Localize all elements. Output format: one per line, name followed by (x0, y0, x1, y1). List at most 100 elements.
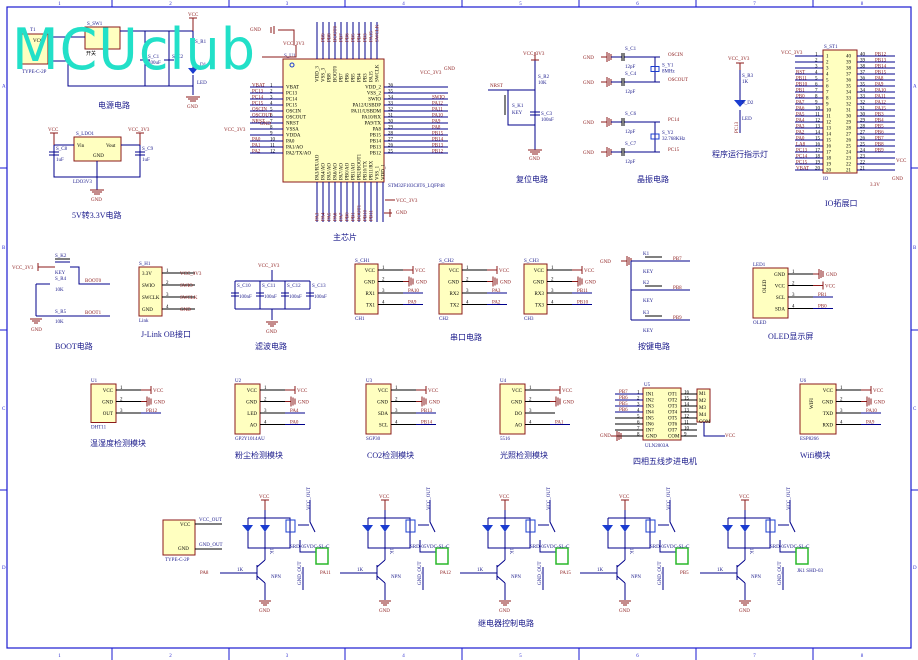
mcu-pin-name: OSCIN (286, 110, 301, 115)
mcu-top-pin-name: SWCLK (376, 64, 381, 82)
stepper-left-pin: IN2 (646, 399, 654, 404)
column-label-top: 7 (753, 2, 756, 7)
vcc-symbol (416, 386, 427, 394)
io-pin-inner-left: 16 (826, 145, 832, 150)
relay-vcc: VCC (499, 495, 510, 500)
ldo-circuit: S_LDO1 Vin Vout GND VCC VCC_3V3 S_C8 1uF… (48, 128, 154, 220)
stepper-gnd: GND (600, 434, 611, 439)
relay-gnd-symbol (379, 600, 391, 606)
crystal-net: OSCIN (668, 53, 683, 58)
mcu-pin-number: 36 (388, 84, 394, 89)
io-right-net: PB7 (875, 137, 884, 142)
t1-pin-label: VCC (33, 39, 44, 44)
module-pin-number: 1 (395, 386, 398, 391)
mcu-bottom-pin-name: PB11/RX (370, 160, 375, 180)
io-left-net: PB10 (796, 83, 808, 88)
module-pin-number: 3 (840, 409, 843, 414)
io-left-net: PA2 (796, 131, 805, 136)
jlink-pin-net: VCC_3V3 (180, 272, 202, 277)
module-pin-name: GND (822, 401, 833, 406)
module-pin-number: 1 (382, 266, 385, 271)
mcu-pin-number: 11 (270, 144, 275, 149)
io-right-net: PA8 (875, 77, 884, 82)
wifi-module-ref: U6 (800, 379, 807, 384)
io-pin-number-left: 5 (815, 77, 818, 82)
relay-input-net: PA15 (560, 571, 571, 576)
vcc-symbol (550, 386, 561, 394)
mcu-pin-net: PA10 (432, 114, 443, 119)
ldo-pin-gnd: GND (93, 154, 104, 159)
mcu-pin-net: PA11 (432, 108, 443, 113)
jlink-interface: S_H1 Link J-Link OB接口 3.3V1VCC_3V3SWIO2S… (138, 262, 202, 339)
gnd-symbol (621, 256, 632, 266)
mcu-bottom-pin-net: PA6 (334, 212, 339, 221)
io-pin-inner-right: 26 (846, 139, 852, 144)
column-label-bottom: 8 (861, 654, 864, 659)
module-pin-number: 2 (551, 278, 554, 283)
io-left-net: PA7 (796, 101, 805, 106)
indicator-led-icon (734, 100, 746, 107)
power-gnd: GND (187, 105, 198, 110)
filter-cap-icon (231, 292, 239, 297)
stepper-vcc: VCC (725, 434, 736, 439)
relay-out-vcc: VCC_OUT (427, 487, 432, 510)
io-right-net: PA9 (875, 83, 884, 88)
relay-gnd: GND (379, 609, 390, 614)
relay-vcc: VCC (739, 495, 750, 500)
row-label-right: B (913, 246, 917, 251)
io-pin-inner-left: 13 (826, 127, 832, 132)
module-net-label: PA1 (555, 421, 564, 426)
mcu-top-pin-name: PB7 (340, 73, 345, 82)
io-pin-number-left: 15 (815, 137, 821, 142)
relay-gnd: GND (739, 609, 750, 614)
module-pin-name: TXD (823, 412, 834, 417)
filter-cap-ref: S_C12 (287, 284, 301, 289)
io-pin-inner-left: 9 (826, 103, 829, 108)
mcu-pin-net: PA12 (432, 102, 443, 107)
io-right-net: PB6 (875, 131, 884, 136)
module-pin-number: 4 (395, 421, 398, 426)
jlink-pin-name: SWIO (142, 284, 155, 289)
mcu-pin-name: PB15 (370, 134, 382, 139)
io-pin-inner-left: 18 (826, 157, 832, 162)
mcu-pin-name: PA2/TX/AO (286, 152, 311, 157)
io-pin-inner-right: 21 (846, 169, 852, 174)
io-pin-inner-left: 12 (826, 121, 832, 126)
relay-terminal-icon (555, 547, 569, 565)
stepper-input-net: PB5 (619, 402, 628, 407)
io-right-net: PB3 (875, 113, 884, 118)
mcu-pin-net: PA1 (252, 144, 261, 149)
mcu-bottom-pin-name: PB0/AO (346, 162, 351, 180)
mcu-pin-name: PC13 (286, 92, 298, 97)
relay-led-icon (260, 525, 270, 532)
motor-pin: M2 (699, 399, 706, 404)
typec-net-vcc: VCC_OUT (199, 518, 222, 523)
io-pin-inner-left: 5 (826, 79, 829, 84)
reset-r2-ref: S_R2 (538, 75, 550, 80)
io-right-net: PB5 (875, 125, 884, 130)
module-pin-name: TX2 (450, 304, 460, 309)
crystal-gnd-label: GND (583, 151, 594, 156)
module-pin-name: VCC (775, 285, 786, 290)
mcu-pin-name: OSCOUT (286, 116, 306, 121)
io-vcc: VCC_3V3 (781, 51, 803, 56)
vcc-symbol (403, 266, 414, 274)
jlink-pin-net: GND (180, 308, 191, 313)
boot-r5-ref: S_R5 (55, 310, 67, 315)
module-pin-name: VCC (103, 389, 114, 394)
relay-out-gnd: GND_OUT (298, 561, 303, 585)
power-c2-ref: S_C2 (172, 55, 184, 60)
io-pin-number-left: 8 (815, 95, 818, 100)
mcu-bottom-pin-name: PB2/BOOT1 (358, 153, 363, 180)
relay-out-vcc: VCC_OUT (787, 487, 792, 510)
relay-gnd-symbol (739, 600, 751, 606)
relay-coil-icon (645, 519, 656, 533)
